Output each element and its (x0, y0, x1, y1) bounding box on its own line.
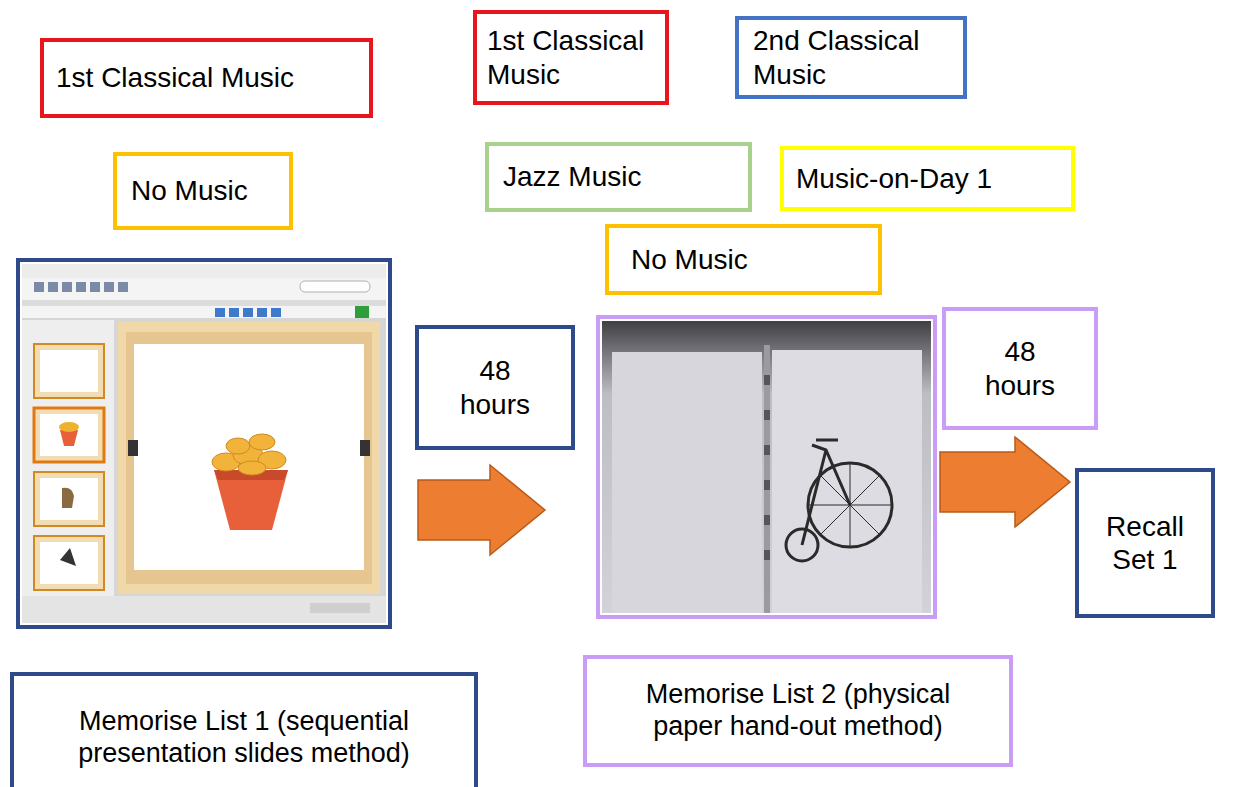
box-label: 48 hours (455, 354, 535, 420)
box-label: Recall Set 1 (1089, 510, 1201, 576)
delay-box: 48 hours (942, 307, 1098, 430)
task-box: Memorise List 1 (sequential presentation… (10, 672, 478, 787)
box-label: No Music (131, 174, 275, 207)
music-condition-box: 1st Classical Music (473, 10, 669, 105)
music-condition-box: No Music (605, 224, 882, 295)
box-label: Memorise List 1 (sequential presentation… (40, 706, 448, 770)
box-label: No Music (631, 243, 856, 276)
delay-box: 48 hours (415, 325, 575, 450)
music-condition-box: 2nd Classical Music (735, 16, 967, 99)
box-label: Memorise List 2 (physical paper hand-out… (613, 679, 983, 743)
music-condition-box: No Music (113, 152, 293, 230)
box-label: 2nd Classical Music (753, 24, 949, 90)
box-label: 1st Classical Music (487, 24, 655, 90)
music-condition-box: Music-on-Day 1 (780, 146, 1075, 211)
slides-screenshot (18, 260, 390, 627)
handout-photo (598, 317, 935, 617)
box-label: 48 hours (980, 335, 1060, 401)
box-label: Music-on-Day 1 (796, 162, 1059, 195)
music-condition-box: 1st Classical Music (40, 38, 373, 118)
box-label: 1st Classical Music (56, 61, 357, 94)
task-box: Memorise List 2 (physical paper hand-out… (583, 655, 1013, 767)
recall-box: Recall Set 1 (1075, 468, 1215, 618)
music-condition-box: Jazz Music (485, 142, 752, 212)
block-arrow (940, 437, 1070, 527)
box-label: Jazz Music (503, 160, 734, 193)
block-arrow (418, 465, 545, 555)
